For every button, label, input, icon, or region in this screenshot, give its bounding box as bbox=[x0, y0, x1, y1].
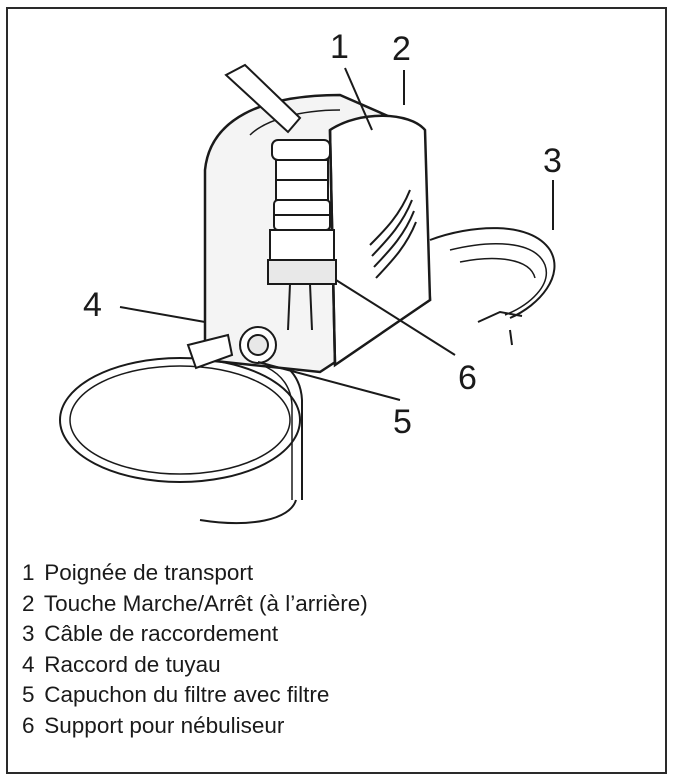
legend-label: Câble de raccordement bbox=[44, 621, 279, 647]
filter-cap bbox=[239, 326, 277, 364]
legend-list: 1 Poignée de transport 2 Touche Marche/A… bbox=[22, 558, 368, 742]
power-cable bbox=[429, 227, 556, 346]
legend-label: Raccord de tuyau bbox=[44, 651, 221, 677]
legend-number: 2 bbox=[22, 590, 35, 616]
legend-label: Touche Marche/Arrêt (à l’arrière) bbox=[43, 590, 368, 616]
legend-item: 2 Touche Marche/Arrêt (à l’arrière) bbox=[22, 589, 368, 620]
legend-label: Capuchon du filtre avec filtre bbox=[44, 682, 330, 708]
legend-item: 1 Poignée de transport bbox=[22, 558, 368, 589]
leader-lines bbox=[119, 67, 554, 401]
legend-item: 3 Câble de raccordement bbox=[22, 619, 368, 650]
nebulizer-illustration: 1 2 3 4 5 6 bbox=[59, 28, 562, 525]
legend-item: 5 Capuchon du filtre avec filtre bbox=[22, 680, 368, 711]
callout-4: 4 bbox=[83, 286, 102, 324]
air-tube bbox=[59, 349, 303, 525]
legend-item: 4 Raccord de tuyau bbox=[22, 650, 368, 681]
callout-1: 1 bbox=[330, 28, 349, 66]
legend-number: 6 bbox=[22, 712, 35, 738]
legend-label: Poignée de transport bbox=[44, 560, 254, 585]
nebulizer bbox=[224, 63, 337, 331]
legend-number: 3 bbox=[22, 621, 35, 647]
callout-5: 5 bbox=[393, 403, 412, 441]
tube-connector bbox=[186, 333, 234, 370]
legend-number: 4 bbox=[22, 651, 35, 677]
legend-item: 6 Support pour nébuliseur bbox=[22, 711, 368, 742]
legend-number: 1 bbox=[22, 560, 35, 585]
legend-label: Support pour nébuliseur bbox=[44, 712, 285, 738]
legend-number: 5 bbox=[22, 682, 35, 708]
callout-3: 3 bbox=[543, 142, 562, 180]
callout-6: 6 bbox=[458, 359, 477, 397]
callout-2: 2 bbox=[392, 30, 411, 68]
